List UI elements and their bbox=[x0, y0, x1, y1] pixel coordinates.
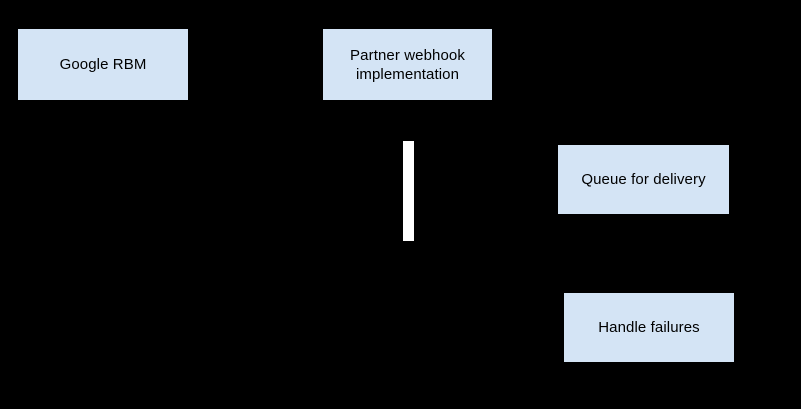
vertical-connector-line bbox=[403, 141, 414, 241]
diagram-node-handle-failures[interactable]: Handle failures bbox=[564, 293, 734, 362]
diagram-node-queue-for-delivery[interactable]: Queue for delivery bbox=[558, 145, 729, 214]
diagram-node-partner-webhook[interactable]: Partner webhook implementation bbox=[323, 29, 492, 100]
diagram-node-google-rbm[interactable]: Google RBM bbox=[18, 29, 188, 100]
